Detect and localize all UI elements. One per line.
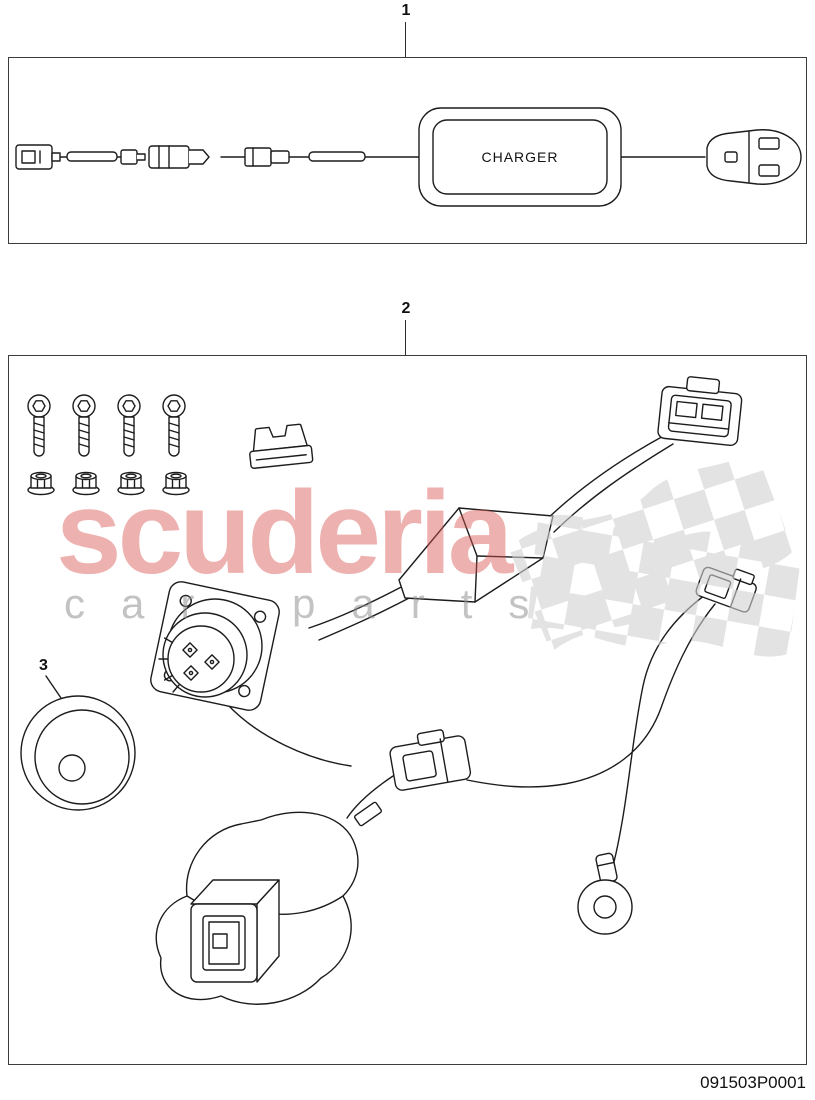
charger-label: CHARGER	[481, 149, 558, 165]
connector-mid-1	[120, 145, 210, 169]
flange-nuts	[27, 471, 190, 496]
part-box-1: CHARGER	[8, 57, 807, 244]
cable-sleeve	[66, 151, 118, 162]
callout-3-leader-line	[45, 675, 62, 699]
connector-mid-2	[244, 147, 290, 167]
grommet-cap	[20, 695, 136, 811]
callout-1-leader-line	[405, 22, 406, 57]
cable-sleeve	[308, 151, 366, 162]
callout-3-label: 3	[39, 657, 48, 674]
callout-1-label: 1	[401, 2, 411, 19]
charge-socket	[150, 581, 280, 711]
boot-connector	[155, 801, 383, 1005]
callout-2-leader-line	[405, 320, 406, 355]
socket-pins	[182, 642, 220, 681]
callout-2-label: 2	[401, 300, 411, 317]
part-box-2: 3	[8, 355, 807, 1065]
part-number: 091503P0001	[700, 1073, 806, 1092]
inline-connector	[389, 729, 472, 791]
socket-screws	[27, 394, 186, 457]
connector-left	[15, 144, 61, 170]
charger-unit: CHARGER	[418, 107, 622, 207]
tape-wrap	[398, 507, 554, 603]
charger-cable-drawing: CHARGER	[15, 107, 802, 207]
pigtail-connector	[695, 566, 757, 613]
harness-connector-top	[657, 376, 743, 447]
ring-terminal	[577, 852, 633, 935]
harness-kit-drawing: 3	[20, 376, 757, 1005]
blade-fuse	[249, 423, 314, 469]
mains-plug	[706, 129, 802, 185]
